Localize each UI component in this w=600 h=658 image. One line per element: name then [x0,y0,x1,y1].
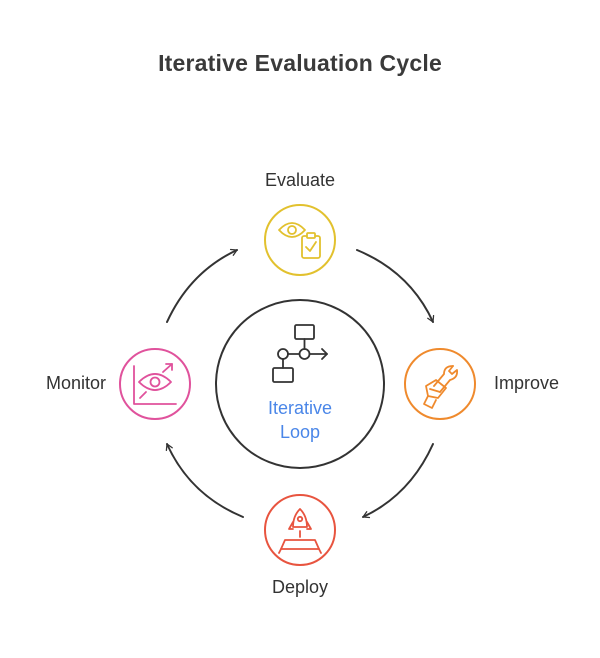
hand-wrench-icon [423,365,459,409]
deploy-node [264,494,336,566]
center-label: Iterative Loop [200,396,400,444]
center-label-line2: Loop [279,422,321,442]
arrow-monitor-to-evaluate [166,248,238,323]
diagram-title: Iterative Evaluation Cycle [158,50,442,76]
center-label-line1: Iterative [267,398,333,418]
center-circle [215,299,385,469]
cycle-arrows [165,248,435,519]
stage-label-improve: Improve [494,373,560,393]
stage-label-monitor: Monitor [45,373,106,393]
arrow-improve-to-deploy [362,443,434,519]
stage-label-deploy: Deploy [271,577,329,597]
eye-clipboard-icon [278,222,321,259]
arrow-deploy-to-monitor [165,443,244,518]
arrow-evaluate-to-improve [356,249,435,323]
flowchart-icon [272,324,328,383]
improve-node [404,348,476,420]
rocket-launch-icon [278,508,322,554]
monitor-node [119,348,191,420]
evaluate-node [264,204,336,276]
eye-chart-icon [133,363,177,405]
stage-label-evaluate: Evaluate [264,170,336,190]
